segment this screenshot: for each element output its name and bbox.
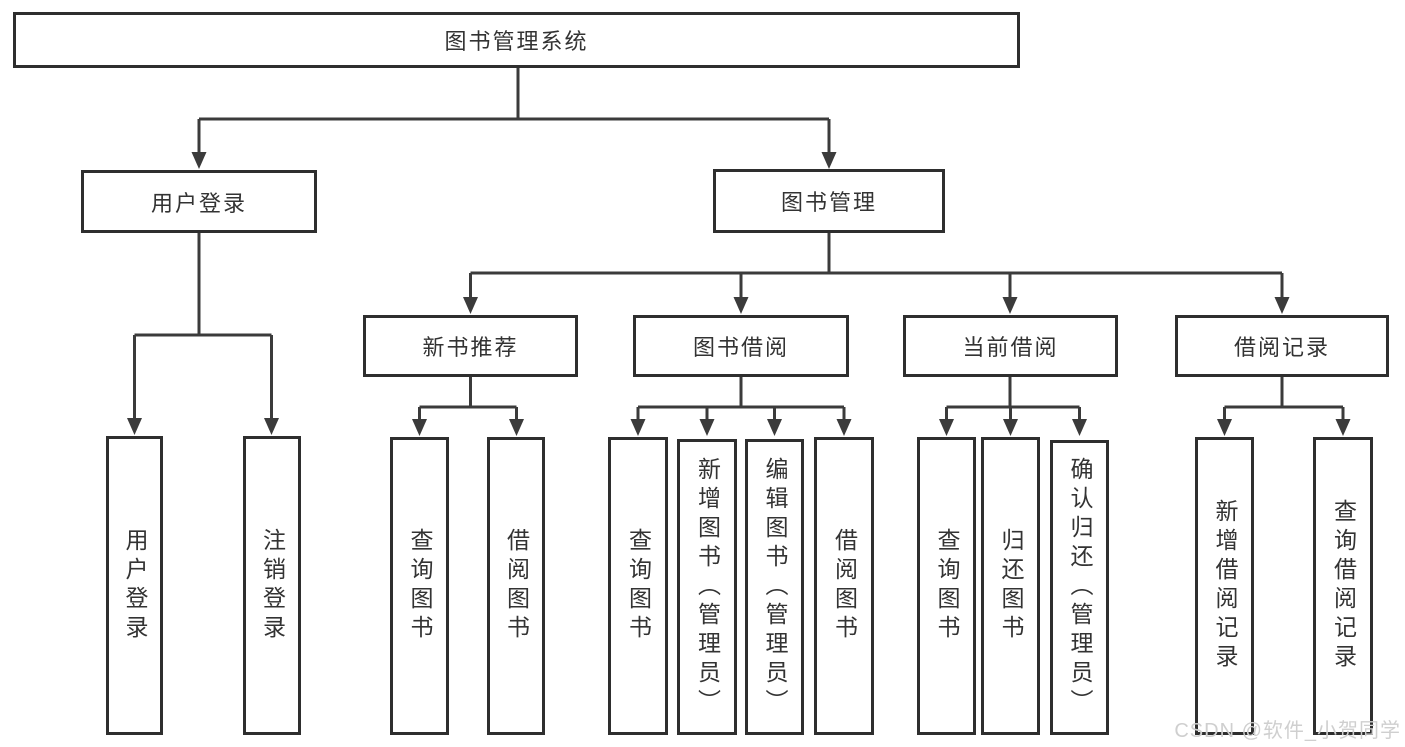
leaf-query-books-borrowing: 查询图书	[608, 437, 668, 735]
leaf-borrow-books-recommend-label: 借阅图书	[503, 528, 530, 644]
node-new-book-recommend-label: 新书推荐	[422, 335, 519, 360]
leaf-query-borrow-record: 查询借阅记录	[1313, 437, 1373, 735]
leaf-edit-books-admin: 编辑图书（管理员）	[745, 439, 804, 735]
leaf-query-books-recommend: 查询图书	[390, 437, 449, 735]
node-user-login-label: 用户登录	[150, 190, 247, 216]
leaf-logout-login: 注销登录	[243, 436, 301, 735]
leaf-query-books-current: 查询图书	[917, 437, 976, 735]
node-user-login: 用户登录	[81, 170, 317, 233]
leaf-return-books: 归还图书	[981, 437, 1040, 735]
leaf-user-login-label: 用户登录	[122, 527, 148, 644]
leaf-query-books-borrowing-label: 查询图书	[625, 528, 652, 644]
node-current-borrowing-label: 当前借阅	[962, 335, 1059, 360]
node-root: 图书管理系统	[13, 12, 1020, 68]
node-borrowing-records: 借阅记录	[1175, 315, 1389, 377]
leaf-add-borrow-record-label: 新增借阅记录	[1212, 499, 1238, 673]
leaf-logout-login-label: 注销登录	[259, 527, 286, 644]
leaf-user-login: 用户登录	[106, 436, 163, 735]
leaf-borrow-books-recommend: 借阅图书	[487, 437, 545, 735]
node-book-management-label: 图书管理	[780, 190, 877, 215]
node-borrowing-records-label: 借阅记录	[1233, 335, 1330, 360]
watermark: CSDN @软件_小贺同学	[1174, 720, 1401, 742]
leaf-return-books-label: 归还图书	[998, 528, 1024, 644]
node-new-book-recommend: 新书推荐	[363, 315, 578, 377]
node-book-borrowing: 图书借阅	[633, 315, 849, 377]
node-book-borrowing-label: 图书借阅	[692, 335, 789, 360]
leaf-add-borrow-record: 新增借阅记录	[1195, 437, 1254, 735]
leaf-add-books-admin-label: 新增图书（管理员）	[694, 456, 721, 718]
leaf-query-books-recommend-label: 查询图书	[407, 528, 433, 644]
arrowheads	[127, 152, 1351, 436]
leaf-query-borrow-record-label: 查询借阅记录	[1330, 499, 1357, 673]
node-book-management: 图书管理	[713, 169, 945, 233]
node-current-borrowing: 当前借阅	[903, 315, 1118, 377]
leaf-add-books-admin: 新增图书（管理员）	[677, 439, 737, 735]
node-root-label: 图书管理系统	[444, 29, 589, 54]
leaf-edit-books-admin-label: 编辑图书（管理员）	[762, 456, 788, 718]
leaf-confirm-return-admin-label: 确认归还（管理员）	[1067, 457, 1093, 718]
leaf-query-books-current-label: 查询图书	[934, 528, 960, 644]
leaf-borrow-books-borrowing-label: 借阅图书	[831, 528, 858, 644]
leaf-confirm-return-admin: 确认归还（管理员）	[1050, 440, 1109, 735]
leaf-borrow-books-borrowing: 借阅图书	[814, 437, 874, 735]
